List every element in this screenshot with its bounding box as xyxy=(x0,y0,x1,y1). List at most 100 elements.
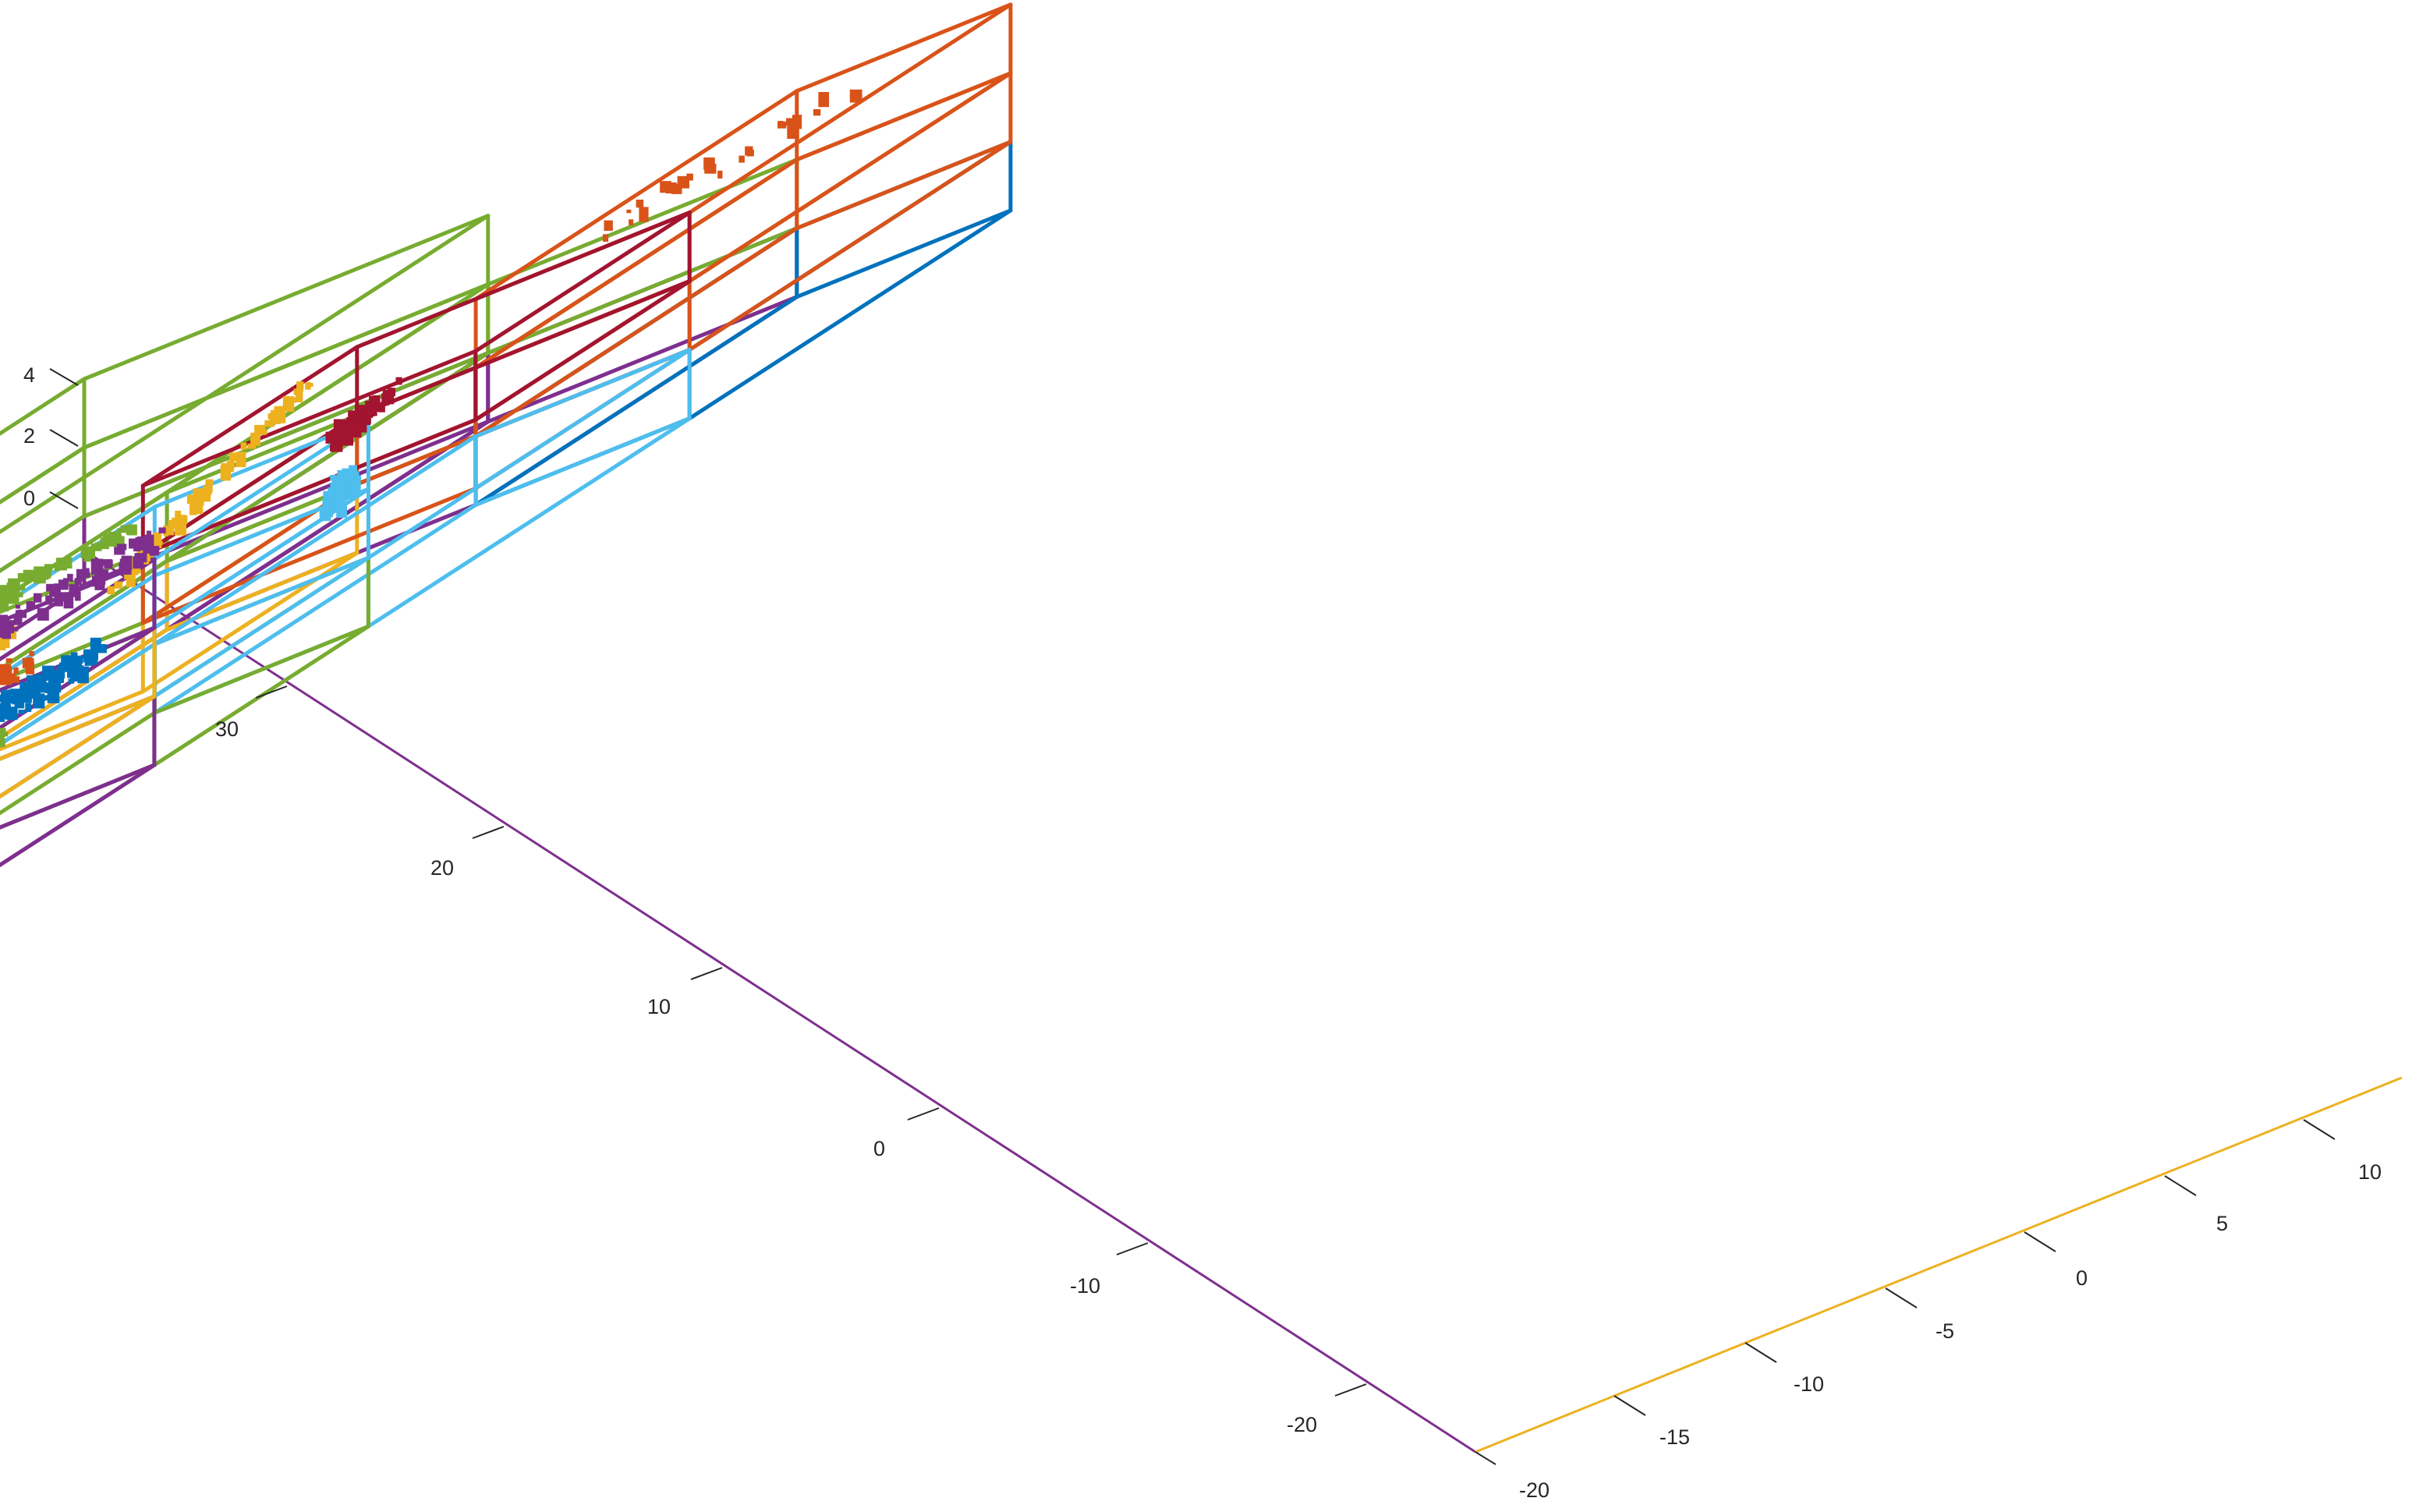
scatter-point xyxy=(114,581,123,589)
scatter-point xyxy=(342,428,353,446)
scatter-point xyxy=(85,550,94,558)
region-box-edge xyxy=(0,642,157,747)
point-cluster xyxy=(603,89,862,242)
scatter-point xyxy=(0,694,9,703)
scatter-point xyxy=(193,488,204,506)
region-box-edge xyxy=(82,351,491,519)
scatter-point xyxy=(63,557,73,568)
region-box-edge xyxy=(0,573,157,678)
scatter-point xyxy=(18,710,25,714)
scatter-point xyxy=(356,410,367,420)
scatter-point xyxy=(262,430,267,435)
scatter-point xyxy=(328,487,339,498)
region-box-edge xyxy=(82,214,491,381)
y-tick-neg10 xyxy=(1744,1342,1777,1363)
region-box-edge xyxy=(795,140,1013,231)
scatter-point xyxy=(10,689,20,697)
scatter-point xyxy=(73,655,83,664)
z-tick-4 xyxy=(49,368,79,386)
region-box-edge xyxy=(0,627,169,741)
x-tick-label-neg20: -20 xyxy=(1287,1413,1317,1436)
scatter-point xyxy=(172,517,179,526)
region-box-edge xyxy=(165,282,491,494)
scatter-point xyxy=(19,682,27,687)
scatter-point xyxy=(12,627,19,632)
region-box-edge xyxy=(473,295,799,507)
scatter-point xyxy=(126,573,136,587)
scatter-point xyxy=(367,406,377,414)
scatter-point xyxy=(639,207,649,222)
scatter-point xyxy=(308,383,313,388)
scatter-point xyxy=(240,442,247,450)
scatter-point xyxy=(17,572,30,582)
scatter-point xyxy=(0,717,5,722)
x-tick-label-10: 10 xyxy=(647,995,671,1018)
scatter-point xyxy=(74,578,82,586)
y-tick-label-0: 0 xyxy=(2076,1266,2088,1290)
scatter-point xyxy=(269,416,278,423)
scatter-point xyxy=(703,157,715,170)
scatter-point xyxy=(330,444,337,451)
region-box-edge xyxy=(0,763,157,868)
scatter-point xyxy=(352,423,361,431)
x-tick-20 xyxy=(472,826,505,839)
scatter-point xyxy=(30,685,38,696)
scatter-point xyxy=(163,527,173,534)
scatter-point xyxy=(48,672,59,690)
y-tick-label-10: 10 xyxy=(2358,1160,2382,1184)
scatter-point xyxy=(46,583,57,592)
points-layer xyxy=(0,89,862,748)
scatter-point xyxy=(44,564,53,572)
scatter-point xyxy=(67,573,73,582)
scatter-point xyxy=(84,654,94,666)
scatter-point xyxy=(81,572,90,578)
region-box-edge xyxy=(687,208,1013,421)
scatter-point xyxy=(40,695,49,701)
z-tick-0 xyxy=(49,491,79,509)
scatter-point xyxy=(250,432,260,446)
region-box-edge xyxy=(355,211,692,349)
region-box-edge xyxy=(795,71,1013,162)
point-cluster xyxy=(0,651,34,685)
scatter-point xyxy=(335,488,341,494)
scatter-point xyxy=(104,559,113,569)
scatter-point xyxy=(21,613,27,618)
region-box-edge xyxy=(473,89,799,301)
scatter-point xyxy=(0,735,5,748)
scatter-point xyxy=(0,731,5,737)
scatter-point xyxy=(35,674,47,685)
region-box-edge xyxy=(473,279,692,422)
region-box-edge xyxy=(0,694,157,761)
scatter-point xyxy=(121,555,133,571)
region-box-edge xyxy=(0,689,145,752)
scatter-point xyxy=(135,537,147,544)
scatter-point xyxy=(296,381,304,390)
scatter-point xyxy=(604,220,613,231)
region-box-edge xyxy=(0,621,145,683)
scatter-point xyxy=(336,429,343,436)
scatter-point xyxy=(16,694,28,703)
point-cluster xyxy=(0,524,137,601)
scatter-point xyxy=(227,460,235,466)
scatter-point xyxy=(38,682,49,690)
scatter-point xyxy=(777,121,787,129)
scatter-point xyxy=(626,209,632,214)
scatter-point xyxy=(80,549,87,558)
scatter-point xyxy=(43,665,53,673)
scatter-point xyxy=(34,593,42,603)
region-box-edge xyxy=(795,2,1013,94)
scatter-point xyxy=(813,109,821,116)
y-tick-neg20 xyxy=(1475,1451,1496,1465)
point-cluster xyxy=(0,527,166,639)
scatter-point xyxy=(15,604,20,609)
scatter-point xyxy=(177,517,182,526)
boxes-layer xyxy=(0,2,1013,868)
scatter-point xyxy=(629,219,634,225)
region-box-edge xyxy=(0,710,157,816)
scatter-point xyxy=(27,683,33,692)
scatter-point xyxy=(17,609,23,614)
scatter-point xyxy=(152,539,162,549)
scatter-point xyxy=(94,574,106,585)
x-tick-label-30: 30 xyxy=(215,717,239,741)
y-tick-neg15 xyxy=(1613,1395,1646,1416)
